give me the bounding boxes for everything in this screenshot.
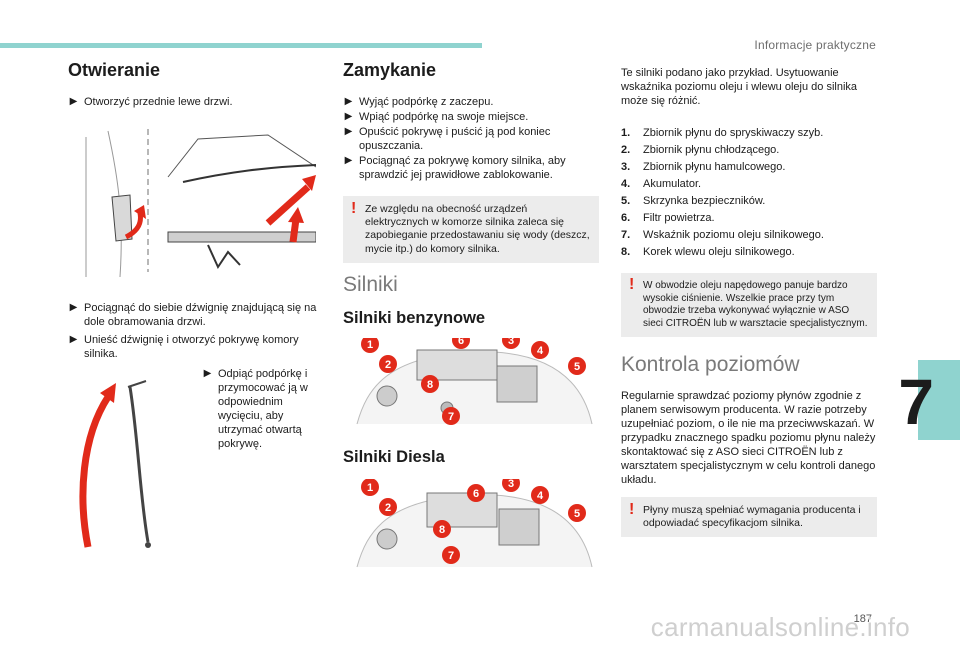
engine-label-7: 7: [448, 550, 454, 562]
engines-section-title: Silniki: [343, 272, 398, 296]
diesel-pressure-warning: ! W obwodzie oleju napędowego panuje bar…: [621, 273, 877, 337]
column-engine-info: Te silniki podano jako przykład. Usytuow…: [621, 66, 877, 538]
opening-step-1: ▶Otworzyć przednie lewe drzwi.: [69, 96, 233, 108]
closing-step-2: ▶Wpiąć podpórkę na swoje miejsce.: [344, 111, 529, 123]
engine-label-8: 8: [439, 524, 445, 536]
engine-label-4: 4: [537, 490, 544, 502]
header-title: Informacje praktyczne: [754, 38, 876, 52]
hood-prop-rod-illustration: [68, 377, 218, 557]
engine-label-6: 6: [458, 338, 464, 347]
diesel-engines-title: Silniki Diesla: [343, 447, 445, 466]
list-item: 5.Skrzynka bezpieczników.: [621, 195, 766, 207]
hood-release-illustration: [68, 127, 318, 287]
bullet-arrow-icon: ▶: [69, 302, 78, 313]
engine-label-3: 3: [508, 479, 514, 490]
engine-intro-text: Te silniki podano jako przykład. Usytuow…: [621, 67, 858, 107]
closing-step-4: ▶Pociągnąć za pokrywę komory silnika, ab…: [344, 155, 566, 181]
list-item: 6.Filtr powietrza.: [621, 212, 715, 224]
bullet-arrow-icon: ▶: [344, 126, 353, 137]
bullet-arrow-icon: ▶: [69, 96, 78, 107]
engine-label-6: 6: [473, 488, 479, 500]
column-closing: Zamykanie ▶Wyjąć podpórkę z zaczepu. ▶Wp…: [343, 60, 599, 569]
watermark: carmanualsonline.info: [650, 612, 910, 642]
opening-title: Otwieranie: [68, 60, 161, 80]
bullet-arrow-icon: ▶: [344, 155, 353, 166]
top-accent-bar: [0, 43, 482, 48]
diesel-engine-illustration: 1 2 3 4 5 6 7 8: [347, 478, 599, 569]
petrol-engines-title: Silniki benzynowe: [343, 308, 486, 327]
bullet-arrow-icon: ▶: [69, 334, 78, 345]
bullet-arrow-icon: ▶: [203, 368, 212, 379]
opening-step-4: ▶Odpiąć podpórkę i przymocować ją w odpo…: [203, 368, 308, 450]
warning-icon: !: [629, 501, 635, 518]
engine-label-2: 2: [385, 502, 391, 514]
level-check-title: Kontrola poziomów: [621, 353, 800, 376]
engine-label-8: 8: [427, 379, 433, 391]
column-opening: Otwieranie ▶Otworzyć przednie lewe drzwi…: [68, 60, 318, 557]
fluids-spec-note: ! Płyny muszą spełniać wymagania produce…: [621, 497, 877, 538]
bullet-arrow-icon: ▶: [344, 111, 353, 122]
bullet-arrow-icon: ▶: [344, 96, 353, 107]
level-check-text: Regularnie sprawdzać poziomy płynów zgod…: [621, 390, 876, 486]
engine-components-list: 1.Zbiornik płynu do spryskiwaczy szyb. 2…: [621, 126, 877, 259]
warning-icon: !: [351, 200, 357, 217]
engine-label-1: 1: [367, 482, 373, 494]
opening-step-3: ▶Unieść dźwignię i otworzyć pokrywę komo…: [69, 334, 299, 360]
engine-label-5: 5: [574, 508, 580, 520]
closing-title: Zamykanie: [343, 60, 437, 80]
petrol-engine-illustration: 1 2 3 4 5 6 7 8: [347, 337, 599, 430]
list-item: 2.Zbiornik płynu chłodzącego.: [621, 144, 780, 156]
warning-icon: !: [629, 276, 635, 293]
engine-label-7: 7: [448, 411, 454, 423]
water-warning-note: ! Ze względu na obecność urządzeń elektr…: [343, 196, 599, 263]
list-item: 7.Wskaźnik poziomu oleju silnikowego.: [621, 229, 824, 241]
engine-label-3: 3: [508, 338, 514, 347]
closing-step-1: ▶Wyjąć podpórkę z zaczepu.: [344, 96, 494, 108]
chapter-tab: [918, 360, 960, 440]
list-item: 1.Zbiornik płynu do spryskiwaczy szyb.: [621, 127, 824, 139]
opening-step-2: ▶Pociągnąć do siebie dźwignię znajdującą…: [69, 302, 317, 328]
list-item: 4.Akumulator.: [621, 178, 702, 190]
engine-label-1: 1: [367, 339, 373, 351]
engine-label-2: 2: [385, 359, 391, 371]
engine-label-4: 4: [537, 345, 544, 357]
page-number: 187: [853, 613, 872, 625]
list-item: 8.Korek wlewu oleju silnikowego.: [621, 246, 795, 258]
closing-step-3: ▶Opuścić pokrywę i puścić ją pod koniec …: [344, 126, 551, 152]
chapter-number: 7: [898, 366, 934, 438]
engine-label-5: 5: [574, 361, 580, 373]
list-item: 3.Zbiornik płynu hamulcowego.: [621, 161, 786, 173]
